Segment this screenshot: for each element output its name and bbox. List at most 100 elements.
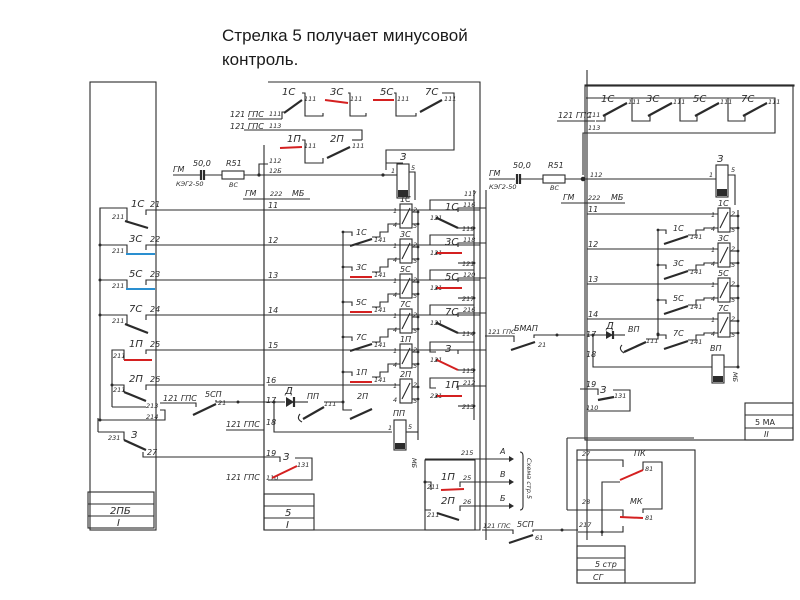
middle-panel: 5 I 121 ГПС 121 ГПС 111 113 1С 111 3С 11… bbox=[160, 81, 481, 531]
caption-line-2: контроль. bbox=[222, 50, 299, 69]
mid-col-contact-3: 5С121120217 bbox=[429, 269, 486, 303]
svg-text:1: 1 bbox=[393, 382, 397, 390]
svg-text:З: З bbox=[283, 452, 290, 463]
svg-text:3С: 3С bbox=[673, 259, 684, 268]
coil-winding-icon bbox=[719, 211, 729, 229]
contact-bmap: 121 ГПС БМАП 21 bbox=[485, 324, 585, 352]
svg-text:3С: 3С bbox=[129, 234, 142, 245]
svg-text:14: 14 bbox=[268, 306, 278, 315]
svg-text:2: 2 bbox=[413, 311, 417, 319]
svg-text:5С: 5С bbox=[129, 269, 142, 280]
svg-text:112: 112 bbox=[590, 171, 602, 179]
svg-text:2: 2 bbox=[731, 245, 735, 253]
mid-col-contact-6: 1П221212213 bbox=[429, 377, 486, 411]
svg-text:11: 11 bbox=[268, 201, 278, 210]
mid-column-contacts: 1С1211161193С1211181215С1211202177С12121… bbox=[429, 199, 486, 411]
contact-highlight bbox=[436, 359, 459, 371]
svg-text:16: 16 bbox=[266, 376, 276, 385]
svg-text:3С: 3С bbox=[356, 263, 367, 272]
svg-text:В: В bbox=[500, 470, 506, 479]
svg-text:1С: 1С bbox=[601, 94, 614, 105]
svg-text:1С: 1С bbox=[445, 202, 458, 213]
svg-text:1: 1 bbox=[393, 207, 397, 215]
svg-text:1П: 1П bbox=[445, 380, 459, 391]
small-title-name: 5 стр bbox=[595, 560, 617, 569]
svg-text:112: 112 bbox=[269, 157, 281, 165]
svg-text:1: 1 bbox=[709, 171, 713, 179]
svg-text:115: 115 bbox=[462, 367, 474, 375]
relay-contact bbox=[663, 339, 689, 351]
bottom-contact-2p: 2П 211 26 Б bbox=[424, 482, 514, 522]
svg-text:1: 1 bbox=[711, 246, 715, 254]
svg-text:2: 2 bbox=[731, 210, 735, 218]
svg-text:1: 1 bbox=[391, 167, 395, 175]
svg-text:ГМ: ГМ bbox=[245, 189, 256, 198]
svg-text:118: 118 bbox=[463, 236, 475, 244]
svg-text:1С: 1С bbox=[356, 228, 367, 237]
mid-top-contact-2p: 2П 111 bbox=[326, 134, 364, 159]
svg-text:R51: R51 bbox=[548, 161, 564, 170]
svg-text:7С: 7С bbox=[673, 329, 684, 338]
svg-text:22: 22 bbox=[150, 235, 160, 244]
svg-text:3С: 3С bbox=[646, 94, 659, 105]
relay-name: 5С bbox=[718, 269, 729, 278]
right-power-input: ГМ 50,0 КЭГ2-50 R51 ВС 112 ГМ 222 МБ bbox=[489, 161, 716, 204]
coil-winding-icon bbox=[401, 382, 411, 400]
svg-text:212: 212 bbox=[463, 379, 475, 387]
svg-text:12: 12 bbox=[588, 240, 598, 249]
svg-text:2: 2 bbox=[731, 280, 735, 288]
right-relay-coil-icon bbox=[715, 164, 729, 198]
svg-text:111: 111 bbox=[352, 142, 364, 150]
svg-text:4: 4 bbox=[393, 221, 397, 229]
svg-text:15: 15 bbox=[268, 341, 278, 350]
svg-text:З: З bbox=[445, 344, 452, 355]
mid-control-row: Д ПП 111 2П ПП 5 1 МБ bbox=[264, 386, 418, 469]
svg-text:222: 222 bbox=[588, 194, 600, 202]
svg-text:81: 81 bbox=[645, 465, 653, 473]
svg-text:141: 141 bbox=[690, 268, 702, 276]
svg-text:131: 131 bbox=[614, 392, 626, 400]
svg-text:3С: 3С bbox=[330, 87, 343, 98]
svg-text:7С: 7С bbox=[356, 333, 367, 342]
svg-text:1: 1 bbox=[393, 242, 397, 250]
right-control-row: Д ВП 111 ВП 1С МБ bbox=[587, 321, 740, 384]
svg-text:19: 19 bbox=[586, 380, 596, 389]
svg-text:4: 4 bbox=[711, 225, 715, 233]
bottom-mid-block: 215 А 1П 211 25 В 2П 211 26 Б Схема стр.… bbox=[423, 447, 578, 545]
relay-coil-icon bbox=[717, 207, 731, 233]
svg-text:1: 1 bbox=[388, 424, 392, 432]
middle-title-block bbox=[263, 493, 315, 531]
relay-name: 1С bbox=[718, 199, 729, 208]
svg-text:111: 111 bbox=[304, 142, 316, 150]
svg-text:1П: 1П bbox=[441, 472, 455, 483]
relay-coil-icon bbox=[399, 238, 413, 264]
svg-text:ВП: ВП bbox=[710, 344, 722, 353]
small-panel: 5 стр СГ 27 ПК 81 28 МК 81 217 bbox=[566, 437, 696, 584]
coil-winding-icon bbox=[401, 207, 411, 225]
small-panel-frame bbox=[576, 449, 696, 584]
svg-text:116: 116 bbox=[463, 201, 475, 209]
right-title-sheet: II bbox=[764, 430, 769, 439]
diode-icon bbox=[286, 397, 294, 407]
left-title-sheet: I bbox=[117, 518, 120, 529]
svg-text:211: 211 bbox=[113, 386, 125, 394]
svg-text:1: 1 bbox=[393, 277, 397, 285]
mid-col-contact-5: З121115 bbox=[429, 341, 486, 375]
svg-text:117: 117 bbox=[464, 190, 477, 198]
svg-text:121 ГПС: 121 ГПС bbox=[488, 328, 516, 336]
svg-text:З: З bbox=[600, 385, 607, 396]
relay-pp-coil-icon bbox=[393, 419, 407, 451]
svg-text:21: 21 bbox=[150, 200, 160, 209]
svg-text:5СП: 5СП bbox=[517, 520, 534, 529]
svg-text:4: 4 bbox=[393, 361, 397, 369]
svg-text:18: 18 bbox=[586, 350, 596, 359]
svg-text:81: 81 bbox=[645, 514, 653, 522]
svg-text:141: 141 bbox=[690, 233, 702, 241]
svg-text:5: 5 bbox=[731, 166, 735, 174]
small-title-sheet: СГ bbox=[593, 573, 604, 582]
svg-text:1С: 1С bbox=[131, 199, 144, 210]
svg-text:ГМ: ГМ bbox=[489, 169, 500, 178]
